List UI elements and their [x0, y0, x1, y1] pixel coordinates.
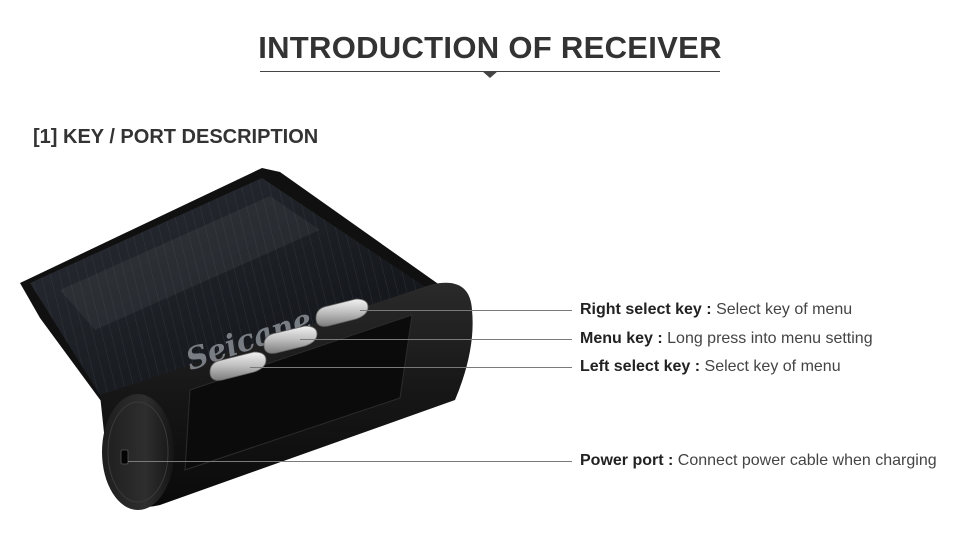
- callout-left-select-key: Left select key : Select key of menu: [580, 358, 841, 376]
- power-port-icon: [120, 449, 129, 465]
- title-pointer-icon: [482, 71, 498, 78]
- receiver-device-image: Seicane: [20, 168, 473, 510]
- callout-power-port: Power port : Connect power cable when ch…: [580, 452, 937, 470]
- callout-right-select-key: Right select key : Select key of menu: [580, 301, 852, 319]
- leader-line-power-port: [128, 461, 572, 462]
- leader-line-right-select: [360, 310, 572, 311]
- right-select-key: [315, 298, 369, 327]
- callout-desc: Connect power cable when charging: [677, 452, 937, 469]
- callout-desc: Long press into menu setting: [667, 330, 873, 347]
- leader-line-menu: [300, 339, 572, 340]
- callout-desc: Select key of menu: [716, 301, 853, 318]
- device-end-cap: [102, 394, 174, 510]
- callout-menu-key: Menu key : Long press into menu setting: [580, 330, 873, 348]
- display-window: [184, 314, 413, 471]
- left-select-key: [209, 351, 267, 381]
- callout-label: Power port :: [580, 452, 674, 469]
- callout-label: Right select key :: [580, 301, 712, 318]
- page-title: INTRODUCTION OF RECEIVER: [258, 30, 722, 65]
- leader-line-left-select: [250, 367, 572, 368]
- callout-label: Menu key :: [580, 330, 663, 347]
- callout-label: Left select key :: [580, 358, 701, 375]
- menu-key: [263, 325, 318, 354]
- callout-desc: Select key of menu: [704, 358, 841, 375]
- section-heading: [1] KEY / PORT DESCRIPTION: [33, 126, 319, 148]
